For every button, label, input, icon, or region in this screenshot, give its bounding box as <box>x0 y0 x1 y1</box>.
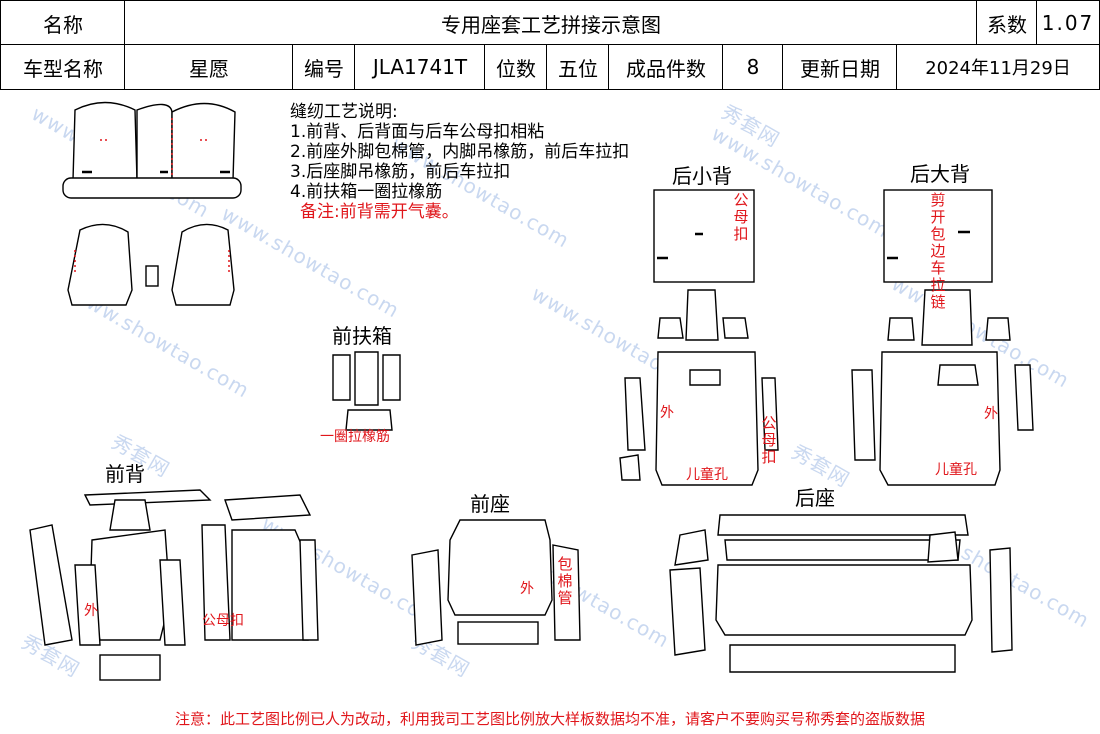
section-rear-big-back: 后大背 <box>910 162 970 186</box>
notes-remark: 备注:前背需开气囊。 <box>300 202 459 222</box>
rear-small-back-snap-note: 公母扣 <box>733 191 749 243</box>
rear-small-back-child-hole-note: 儿童孔 <box>686 467 728 483</box>
front-seat-foam-tube-note: 包棉管 <box>557 555 573 607</box>
front-back-outer-note: 外 <box>84 603 98 619</box>
name-label: 名称 <box>0 0 126 46</box>
coef-value: 1.07 <box>1036 0 1100 46</box>
model-label: 车型名称 <box>0 44 126 90</box>
date-value: 2024年11月29日 <box>896 44 1100 90</box>
notes-line: 2.前座外脚包棉管，内脚吊橡筋，前后车拉扣 <box>290 142 630 162</box>
coef-label: 系数 <box>976 0 1038 46</box>
armrest-band-note: 一圈拉橡筋 <box>320 429 390 445</box>
notes-line: 4.前扶箱一圈拉橡筋 <box>290 182 443 202</box>
sewing-notes: 缝纫工艺说明: 1.前背、后背面与后车公母扣相粘 2.前座外脚包棉管，内脚吊橡筋… <box>290 102 629 222</box>
front-back-snap-note: 公母扣 <box>202 613 244 629</box>
section-front-armrest: 前扶箱 <box>332 324 392 348</box>
notes-line: 3.后座脚吊橡筋，前后车拉扣 <box>290 162 511 182</box>
section-rear-seat: 后座 <box>795 486 835 510</box>
overview-rear-bench <box>62 101 242 199</box>
section-front-back: 前背 <box>105 462 145 486</box>
date-label: 更新日期 <box>782 44 898 90</box>
footer-warning: 注意：此工艺图比例已人为改动，利用我司工艺图比例放大样板数据均不准，请客户不要购… <box>174 710 925 728</box>
rear-small-back-snap-note-2: 公母扣 <box>761 414 777 466</box>
header-table: 名称 专用座套工艺拼接示意图 系数 1.07 车型名称 星愿 编号 JLA174… <box>0 0 1100 90</box>
front-armrest-pattern <box>332 351 401 431</box>
section-front-seat: 前座 <box>470 492 510 516</box>
code-label: 编号 <box>292 44 356 90</box>
seats-label: 位数 <box>484 44 548 90</box>
rear-big-back-zipper-note: 剪开包边车拉链 <box>930 191 946 311</box>
front-seat-outer-note: 外 <box>520 581 534 597</box>
rear-small-back-outer-note: 外 <box>660 405 674 421</box>
rear-big-back-outer-note: 外 <box>984 406 998 422</box>
rear-seat-pattern <box>669 514 1013 673</box>
notes-line: 1.前背、后背面与后车公母扣相粘 <box>290 122 545 142</box>
front-seat-pattern <box>411 519 581 646</box>
section-rear-small-back: 后小背 <box>672 164 732 188</box>
notes-title: 缝纫工艺说明: <box>290 102 398 122</box>
rear-small-back-pattern <box>619 189 779 486</box>
model-value: 星愿 <box>124 44 294 90</box>
rear-big-back-pattern <box>851 189 1034 486</box>
code-value: JLA1741T <box>354 44 486 90</box>
front-back-pattern <box>29 489 319 681</box>
rear-big-back-child-hole-note: 儿童孔 <box>935 462 977 478</box>
seats-value: 五位 <box>546 44 610 90</box>
overview-front-seats <box>67 223 235 306</box>
